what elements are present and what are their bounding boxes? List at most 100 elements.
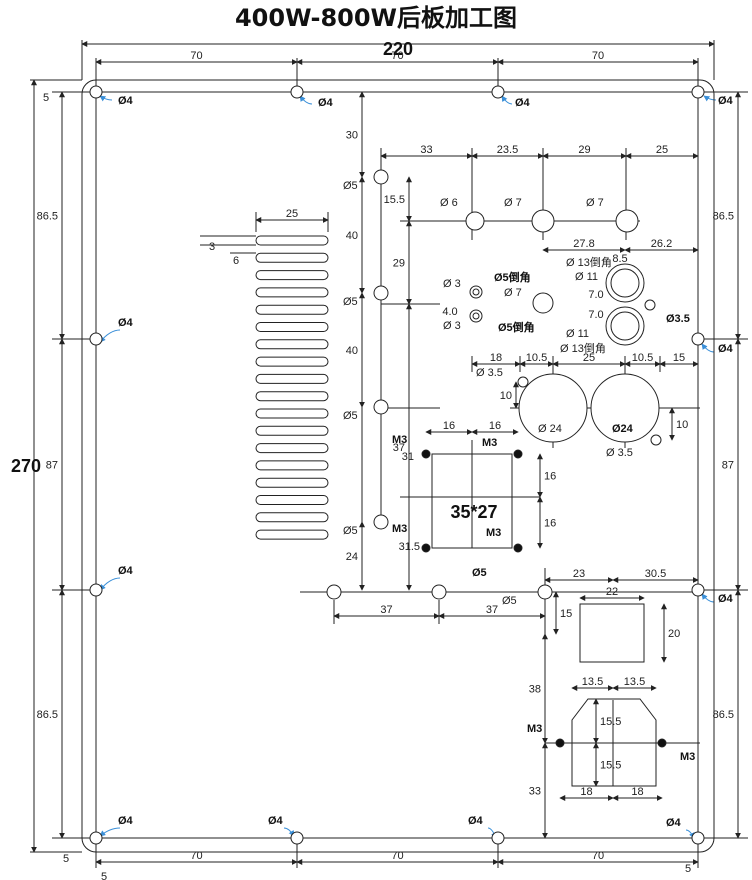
hole-phi3 <box>472 288 480 296</box>
vent-slot <box>255 270 329 281</box>
m3-label: M3 <box>392 523 407 535</box>
vent-slot <box>255 443 329 454</box>
dimension-label: 70 <box>592 850 604 862</box>
dimension-label: 86.5 <box>713 211 734 223</box>
dimension-label: 10.5 <box>526 352 547 364</box>
hole-label-phi5: Ø5 <box>502 595 517 607</box>
vent-slot <box>255 356 329 367</box>
hole-label-phi4: Ø4 <box>718 343 734 355</box>
hole-label-phi4: Ø4 <box>468 815 484 827</box>
m3-label: M3 <box>482 437 497 449</box>
m3-label: M3 <box>392 434 407 446</box>
hole-label-phi11: Ø 11 <box>575 271 598 283</box>
dimension-label: 25 <box>656 144 668 156</box>
dimension-label: 16 <box>544 471 556 483</box>
dimension-label: 24 <box>346 551 358 563</box>
dimension-label: 16 <box>443 420 455 432</box>
vent-slot <box>255 495 329 505</box>
dimension-label: 15.5 <box>384 194 405 206</box>
hole-label-phi4: Ø4 <box>718 95 734 107</box>
hole-label-phi5: Ø5 <box>472 567 487 579</box>
leader-arrow <box>99 577 121 591</box>
cutout-label: 35*27 <box>450 502 497 522</box>
cutout-octagon <box>571 698 657 787</box>
hole-label-phi4: Ø4 <box>666 817 682 829</box>
m3-label: M3 <box>680 751 695 763</box>
hole-label-phi7: Ø 7 <box>504 197 522 209</box>
dimension-label: 31.5 <box>399 541 420 553</box>
dimension-label: 20 <box>668 628 680 640</box>
vent-slot <box>255 425 329 436</box>
hole-phi5 <box>326 584 342 600</box>
mount-hole-phi4 <box>491 85 505 99</box>
mount-hole-phi4 <box>89 332 103 346</box>
overall-height-label: 270 <box>11 456 41 476</box>
dimension-label: 10.5 <box>632 352 653 364</box>
mount-hole-phi4 <box>691 583 705 597</box>
dimension-label: 23 <box>573 568 585 580</box>
mount-hole-phi4 <box>691 85 705 99</box>
dimension-label: 33 <box>420 144 432 156</box>
hole-label-phi3: Ø 3 <box>443 278 461 290</box>
hole-phi5 <box>537 584 553 600</box>
hole-phi3_5 <box>644 299 656 311</box>
hole-phi5 <box>431 584 447 600</box>
hole-label-phi5-chamfer: Ø5倒角 <box>494 270 531 284</box>
hole-label-phi4: Ø4 <box>118 95 134 107</box>
mount-hole-phi4 <box>89 831 103 845</box>
drawing-title: 400W-800W后板加工图 <box>234 4 518 32</box>
vent-slot <box>255 304 329 315</box>
dimension-label: 87 <box>722 460 734 472</box>
hole-label-phi4: Ø4 <box>118 815 134 827</box>
dimension-label: 10 <box>500 390 512 402</box>
vent-slot <box>255 235 329 246</box>
hole-label-phi4: Ø4 <box>515 97 531 109</box>
hole-phi5 <box>373 514 389 530</box>
dimension-label: 30 <box>346 130 358 142</box>
dimension-label: 70 <box>190 850 202 862</box>
hole-label-phi4: Ø4 <box>118 565 134 577</box>
hole-phi6 <box>465 211 485 231</box>
dimension-label: 15 <box>673 352 685 364</box>
hole-phi3_5 <box>517 376 529 388</box>
edge-offset-label: 5 <box>63 853 69 865</box>
m3-hole <box>421 543 431 553</box>
m3-hole <box>513 449 523 459</box>
hole-phi11 <box>610 311 640 341</box>
leader-arrow <box>299 95 313 105</box>
dimension-label: 16 <box>544 518 556 530</box>
dimension-label: 70 <box>592 50 604 62</box>
vent-slot <box>255 460 329 471</box>
mount-hole-phi4 <box>691 332 705 346</box>
hole-phi7 <box>615 209 639 233</box>
hole-label-phi7: Ø 7 <box>504 287 522 299</box>
vent-slot <box>255 287 329 298</box>
dimension-label: 4.0 <box>442 306 457 318</box>
dimension-label: 25 <box>583 352 595 364</box>
dimension-label: 27.8 <box>573 238 594 250</box>
leader-arrow <box>99 329 121 343</box>
dimension-label: 8.5 <box>612 253 627 265</box>
dimension-label: 31 <box>402 451 414 463</box>
mount-hole-phi4 <box>89 583 103 597</box>
leader-arrow <box>701 593 715 603</box>
dimension-label: 7.0 <box>588 289 603 301</box>
vent-slot <box>255 391 329 402</box>
dimension-label: 18 <box>490 352 502 364</box>
vent-slot <box>255 373 329 384</box>
panel-inner-outline <box>95 91 699 839</box>
dimension-label: 86.5 <box>713 709 734 721</box>
m3-hole <box>555 738 565 748</box>
dimension-label: 37 <box>380 604 392 616</box>
dimension-label: 33 <box>529 786 541 798</box>
vent-width-label: 25 <box>286 208 298 220</box>
hole-label-phi4: Ø4 <box>718 593 734 605</box>
cutout-22x20 <box>579 603 645 663</box>
mount-hole-phi4 <box>491 831 505 845</box>
edge-offset-label: 5 <box>101 871 107 880</box>
dimension-label: 15 <box>560 608 572 620</box>
m3-hole <box>513 543 523 553</box>
hole-label-phi4: Ø4 <box>318 97 334 109</box>
mount-hole-phi4 <box>290 831 304 845</box>
mount-hole-phi4 <box>290 85 304 99</box>
